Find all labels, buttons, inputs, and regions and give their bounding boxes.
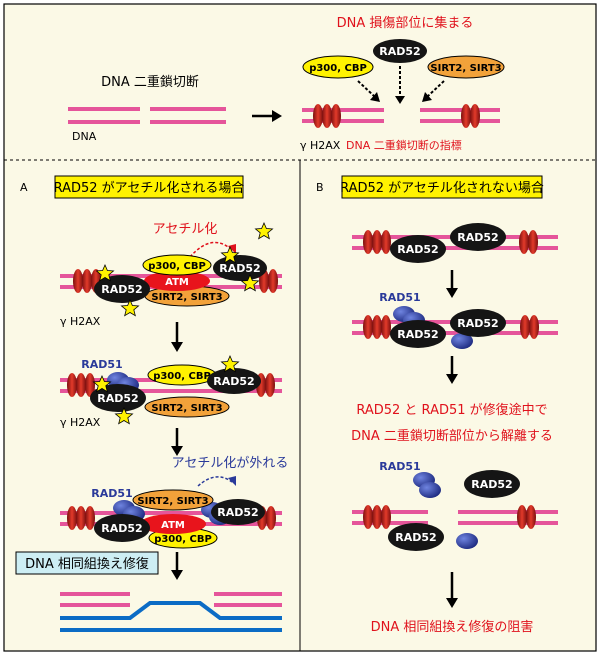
arrow-a1-a2 (171, 322, 183, 352)
arrow-a3-repair (171, 552, 183, 580)
svg-text:ATM: ATM (161, 520, 185, 531)
svg-text:RAD52: RAD52 (397, 328, 438, 341)
arrow-b1-b2 (446, 270, 458, 298)
svg-text:SIRT2, SIRT3: SIRT2, SIRT3 (151, 292, 222, 303)
dsb-label: DNA 二重鎖切断 (101, 74, 199, 90)
h2ax-label-top: γ H2AX (300, 139, 341, 152)
svg-text:RAD52: RAD52 (397, 243, 438, 256)
svg-text:RAD52: RAD52 (97, 392, 138, 405)
svg-text:RAD51: RAD51 (379, 460, 420, 473)
dissociation-line1: RAD52 と RAD51 が修復途中で (356, 402, 547, 418)
broken-dna-left (68, 107, 226, 124)
svg-text:RAD52: RAD52 (217, 506, 258, 519)
recombination-strands (60, 592, 282, 632)
svg-text:RAD52: RAD52 (219, 262, 260, 275)
dna-with-histones (302, 104, 500, 128)
acetylation-arrow (189, 241, 233, 258)
svg-text:RAD52: RAD52 (213, 375, 254, 388)
svg-text:SIRT2, SIRT3: SIRT2, SIRT3 (430, 63, 501, 74)
panel-a: A RAD52 がアセチル化される場合 アセチル化 SIRT2, SIRT3 A… (15, 175, 289, 632)
svg-text:p300, CBP: p300, CBP (148, 261, 206, 272)
arrow-a2-a3 (171, 428, 183, 456)
complex-a2: RAD51 SIRT2, SIRT3 p300, CBP RAD52 RAD52 (60, 358, 282, 418)
svg-text:RAD51: RAD51 (91, 487, 132, 500)
h2ax-label-a2: γ H2AX (60, 416, 101, 429)
panel-b-title: RAD52 がアセチル化されない場合 (340, 181, 544, 196)
arrow-b3-inhibition (446, 572, 458, 608)
gather-caption: DNA 損傷部位に集まる (337, 15, 474, 31)
factor-p300: p300, CBP (302, 55, 374, 79)
recruitment-arrows (357, 66, 445, 97)
complex-b2: RAD51 RAD52 RAD52 (352, 291, 558, 349)
inhibition-label: DNA 相同組換え修復の阻害 (371, 619, 534, 635)
deacetylation-label: アセチル化が外れる (172, 456, 289, 471)
svg-text:RAD52: RAD52 (395, 531, 436, 544)
complex-a3: RAD51 p300, CBP ATM SIRT2, SIRT3 RAD52 R… (60, 487, 282, 549)
svg-text:RAD52: RAD52 (101, 522, 142, 535)
factor-sirt: SIRT2, SIRT3 (427, 55, 505, 79)
top-section: DNA 損傷部位に集まる DNA 二重鎖切断 DNA (68, 15, 505, 152)
acetylation-label: アセチル化 (153, 222, 218, 237)
svg-text:RAD52: RAD52 (471, 478, 512, 491)
factor-rad52: RAD52 (373, 39, 427, 63)
complex-b1: RAD52 RAD52 (352, 223, 558, 263)
svg-text:RAD51: RAD51 (379, 291, 420, 304)
svg-text:RAD51: RAD51 (81, 358, 122, 371)
top-arrow (252, 110, 282, 122)
svg-text:SIRT2, SIRT3: SIRT2, SIRT3 (151, 403, 222, 414)
recruitment-arrowheads (370, 92, 432, 104)
panel-b: B RAD52 がアセチル化されない場合 RAD52 RAD52 (316, 175, 558, 635)
marker-label: DNA 二重鎖切断の指標 (346, 138, 462, 152)
svg-text:SIRT2, SIRT3: SIRT2, SIRT3 (137, 496, 208, 507)
svg-text:RAD52: RAD52 (379, 45, 420, 58)
arrow-b2-text (446, 356, 458, 384)
panel-b-letter: B (316, 181, 324, 194)
panel-a-title-box (54, 175, 244, 199)
acetyl-star-free (254, 221, 274, 240)
h2ax-label-a1: γ H2AX (60, 315, 101, 328)
svg-text:ATM: ATM (165, 277, 189, 288)
panel-a-title: RAD52 がアセチル化される場合 (54, 181, 245, 196)
svg-text:p300, CBP: p300, CBP (309, 63, 367, 74)
svg-text:RAD52: RAD52 (457, 231, 498, 244)
dissociated-state: RAD51 RAD52 RAD52 (352, 460, 558, 551)
repair-label: DNA 相同組換え修復 (25, 556, 149, 572)
dissociation-line2: DNA 二重鎖切断部位から解離する (351, 428, 553, 444)
repair-label-box (15, 551, 159, 575)
svg-text:p300, CBP: p300, CBP (153, 371, 211, 382)
dna-label: DNA (72, 130, 97, 143)
svg-text:p300, CBP: p300, CBP (154, 534, 212, 545)
svg-text:RAD52: RAD52 (101, 283, 142, 296)
svg-text:RAD52: RAD52 (457, 317, 498, 330)
deacetylation-arrowhead (228, 476, 236, 486)
acetyl-stars (92, 245, 260, 425)
panel-a-letter: A (20, 181, 28, 194)
complex-a1: SIRT2, SIRT3 ATM p300, CBP RAD52 RAD52 (60, 254, 282, 307)
panel-b-title-box (341, 175, 543, 199)
